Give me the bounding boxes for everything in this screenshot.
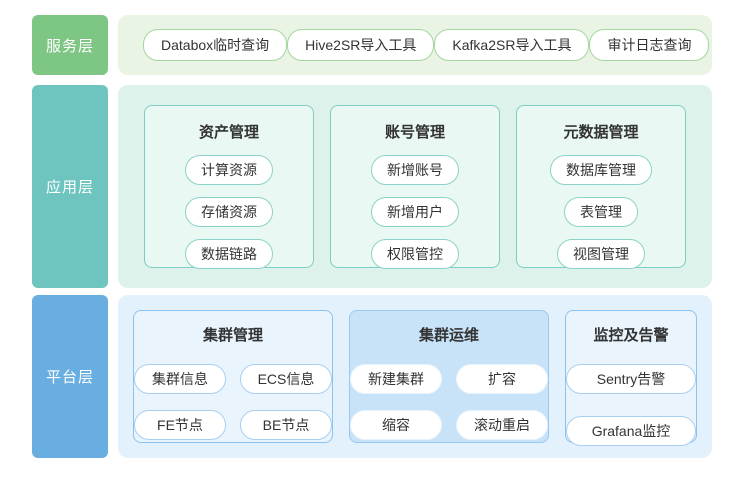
- service-pill-hive2sr-import: Hive2SR导入工具: [287, 29, 435, 61]
- card-title-account-management: 账号管理: [384, 124, 445, 141]
- pill-scale-in: 缩容: [350, 410, 442, 440]
- pill-table-management: 表管理: [564, 197, 638, 227]
- card-metadata-management: 元数据管理 数据库管理 表管理 视图管理: [516, 105, 686, 269]
- asset-management-pill-list: 计算资源 存储资源 数据链路: [185, 155, 273, 269]
- pill-storage-resources: 存储资源: [185, 197, 273, 227]
- layer-label-platform: 平台层: [32, 295, 108, 458]
- layer-label-application: 应用层: [32, 85, 108, 288]
- platform-layer-panel: 集群管理 集群信息 ECS信息 FE节点 BE节点 集群运维 新建集群 扩容 缩…: [118, 295, 712, 458]
- pill-permission-control: 权限管控: [371, 239, 459, 269]
- metadata-management-pill-list: 数据库管理 表管理 视图管理: [550, 155, 652, 269]
- pill-rolling-restart: 滚动重启: [456, 410, 548, 440]
- card-title-cluster-operations: 集群运维: [418, 327, 479, 344]
- card-title-asset-management: 资产管理: [198, 124, 259, 141]
- service-pill-audit-log-query: 审计日志查询: [589, 29, 710, 61]
- card-cluster-operations: 集群运维 新建集群 扩容 缩容 滚动重启: [349, 310, 549, 443]
- pill-data-links: 数据链路: [185, 239, 273, 269]
- layer-label-service: 服务层: [32, 15, 108, 75]
- pill-sentry-alerts: Sentry告警: [566, 364, 696, 394]
- service-pill-databox-query: Databox临时查询: [143, 29, 288, 61]
- pill-be-nodes: BE节点: [240, 410, 332, 440]
- cluster-management-pill-grid: 集群信息 ECS信息 FE节点 BE节点: [134, 364, 332, 440]
- card-title-metadata-management: 元数据管理: [563, 124, 639, 141]
- pill-scale-out: 扩容: [456, 364, 548, 394]
- pill-cluster-info: 集群信息: [134, 364, 226, 394]
- pill-ecs-info: ECS信息: [240, 364, 332, 394]
- pill-view-management: 视图管理: [557, 239, 645, 269]
- card-monitoring-alerting: 监控及告警 Sentry告警 Grafana监控: [565, 310, 697, 446]
- card-account-management: 账号管理 新增账号 新增用户 权限管控: [330, 105, 500, 269]
- pill-create-cluster: 新建集群: [350, 364, 442, 394]
- pill-add-account: 新增账号: [371, 155, 459, 185]
- card-cluster-management: 集群管理 集群信息 ECS信息 FE节点 BE节点: [133, 310, 333, 443]
- pill-database-management: 数据库管理: [550, 155, 652, 185]
- service-layer-panel: Databox临时查询 Hive2SR导入工具 Kafka2SR导入工具 审计日…: [118, 15, 712, 75]
- cluster-operations-pill-grid: 新建集群 扩容 缩容 滚动重启: [350, 364, 548, 440]
- card-title-monitoring-alerting: 监控及告警: [593, 327, 669, 344]
- service-pill-kafka2sr-import: Kafka2SR导入工具: [434, 29, 590, 61]
- pill-compute-resources: 计算资源: [185, 155, 273, 185]
- pill-grafana-monitoring: Grafana监控: [566, 416, 696, 446]
- pill-fe-nodes: FE节点: [134, 410, 226, 440]
- account-management-pill-list: 新增账号 新增用户 权限管控: [371, 155, 459, 269]
- card-title-cluster-management: 集群管理: [202, 327, 263, 344]
- card-asset-management: 资产管理 计算资源 存储资源 数据链路: [144, 105, 314, 269]
- monitoring-alerting-pill-list: Sentry告警 Grafana监控: [566, 364, 696, 446]
- pill-add-user: 新增用户: [371, 197, 459, 227]
- application-layer-panel: 资产管理 计算资源 存储资源 数据链路 账号管理 新增账号 新增用户 权限管控 …: [118, 85, 712, 288]
